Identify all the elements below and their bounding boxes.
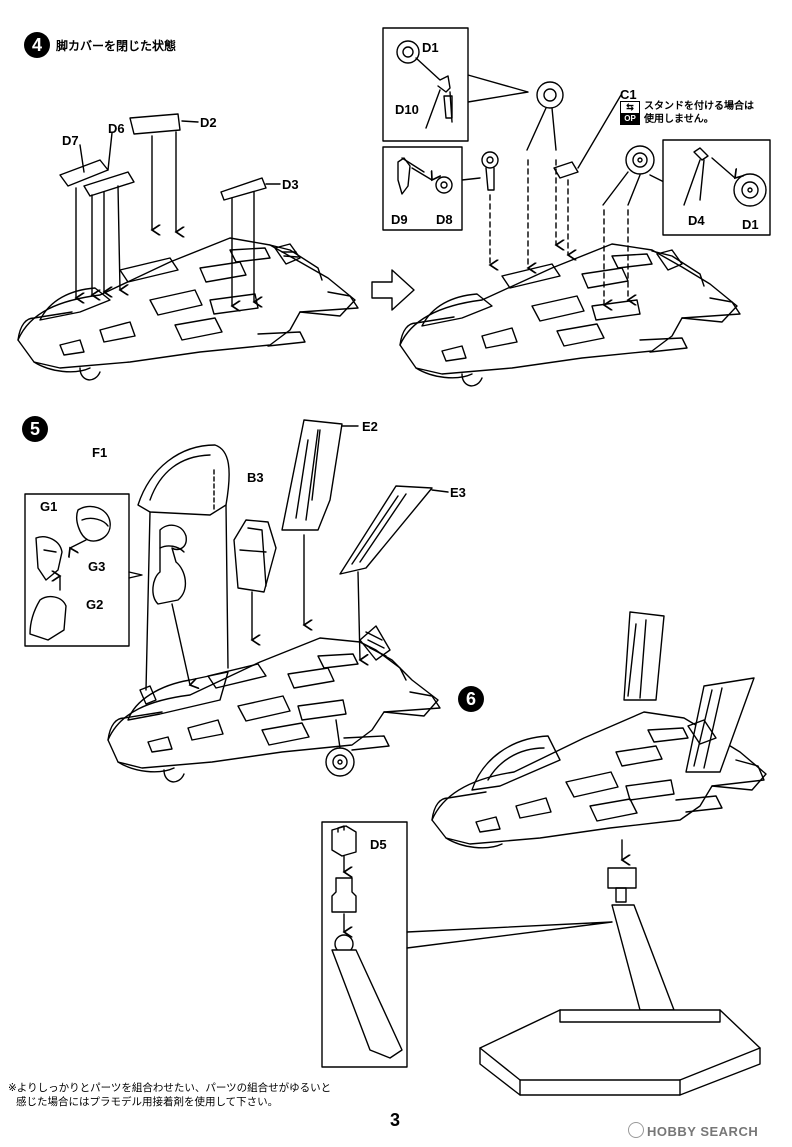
part-label-d6: D6 [108, 121, 125, 136]
footer-note-line1: ※よりしっかりとパーツを組合わせたい、パーツの組合せがゆるいと [8, 1082, 332, 1094]
step5-number: 5 [22, 416, 48, 442]
option-badge: ⇆ OP [620, 101, 640, 125]
watermark-brand: HOBBY SEARCH [647, 1124, 759, 1139]
part-label-f1: F1 [92, 445, 108, 460]
part-label-d4: D4 [688, 213, 705, 228]
step6-fighter-on-stand [431, 611, 767, 1096]
rabbit-logo-icon [628, 1122, 644, 1138]
part-label-d8: D8 [436, 212, 453, 227]
inset-d9-d8 [382, 146, 463, 231]
step6-number: 6 [458, 686, 484, 712]
inset-d9-d8-parts [397, 157, 453, 195]
inset-d1-d10 [382, 27, 469, 142]
part-label-b3: B3 [247, 470, 264, 485]
option-note-line1: スタンドを付ける場合は [644, 101, 754, 112]
part-label-g2: G2 [86, 597, 104, 612]
inset-d5-parts [331, 825, 403, 1059]
part-label-d3: D3 [282, 177, 299, 192]
step5-fighter [107, 419, 449, 783]
inset-d4-d1-parts [683, 147, 767, 207]
part-label-d5: D5 [370, 837, 387, 852]
inset-d5-callout [406, 921, 613, 949]
step4-number: 4 [24, 32, 50, 58]
part-label-d1-top: D1 [422, 40, 439, 55]
footer-note-line2: 感じた場合にはプラモデル用接着剤を使用して下さい。 [16, 1096, 279, 1108]
part-label-d1-bottom: D1 [742, 217, 759, 232]
part-label-e3: E3 [450, 485, 466, 500]
part-label-d9: D9 [391, 212, 408, 227]
inset-d4-d1 [662, 139, 771, 236]
option-badge-label: OP [621, 114, 639, 124]
step4-left-fighter [17, 113, 359, 381]
part-label-g3: G3 [88, 559, 106, 574]
step4-right-fighter [399, 74, 741, 387]
watermark: HOBBY SEARCH [628, 1122, 758, 1139]
next-state-arrow [371, 269, 415, 311]
option-swap-icon: ⇆ [621, 102, 639, 114]
part-label-e2: E2 [362, 419, 378, 434]
page-number: 3 [390, 1110, 401, 1130]
part-label-d2: D2 [200, 115, 217, 130]
part-label-g1: G1 [40, 499, 58, 514]
part-label-d7: D7 [62, 133, 79, 148]
option-note-line2: 使用しません。 [644, 114, 714, 125]
inset-d1-d10-parts [396, 40, 453, 129]
step4-title: 脚カバーを閉じた状態 [56, 39, 177, 53]
part-label-d10: D10 [395, 102, 419, 117]
inset-g-parts [29, 505, 111, 641]
part-label-c1: C1 [620, 87, 637, 102]
